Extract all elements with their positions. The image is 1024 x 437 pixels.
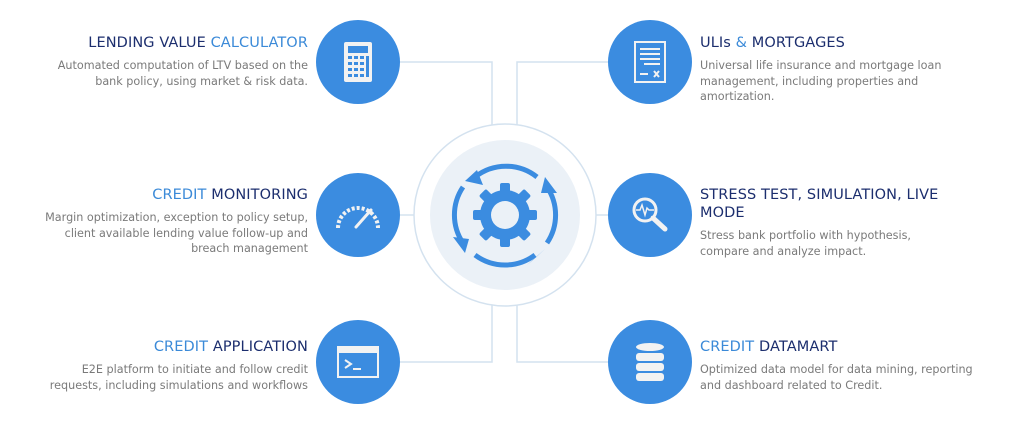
feature-title: STRESS TEST, SIMULATION, LIVE MODE bbox=[700, 186, 945, 222]
feature-desc: Stress bank portfolio with hypothesis, c… bbox=[700, 229, 911, 258]
feature-stress-test: STRESS TEST, SIMULATION, LIVE MODE Stres… bbox=[700, 186, 945, 259]
gear-cycle-icon bbox=[451, 163, 559, 268]
title-accent: & bbox=[735, 35, 752, 51]
title-accent: CALCULATOR bbox=[210, 35, 308, 51]
title-part: STRESS TEST, SIMULATION, LIVE MODE bbox=[700, 187, 939, 221]
title-part: ULIs bbox=[700, 35, 736, 51]
feature-title: ULIs & MORTGAGES bbox=[700, 34, 965, 52]
title-accent: CREDIT bbox=[152, 187, 212, 203]
feature-title: CREDIT DATAMART bbox=[700, 338, 980, 356]
feature-credit-application: CREDIT APPLICATION E2E platform to initi… bbox=[43, 338, 308, 393]
magnifier-pulse-icon bbox=[608, 173, 692, 257]
title-part: APPLICATION bbox=[212, 339, 308, 355]
feature-title: CREDIT APPLICATION bbox=[43, 338, 308, 356]
title-part: MONITORING bbox=[211, 187, 308, 203]
feature-desc: E2E platform to initiate and follow cred… bbox=[49, 363, 308, 392]
feature-desc: Automated computation of LTV based on th… bbox=[57, 59, 308, 88]
title-accent: CREDIT bbox=[700, 339, 759, 355]
title-part: LENDING VALUE bbox=[88, 35, 211, 51]
speedometer-icon bbox=[316, 173, 400, 257]
terminal-icon bbox=[316, 320, 400, 404]
feature-lending-value-calculator: LENDING VALUE CALCULATOR Automated compu… bbox=[43, 34, 308, 89]
feature-desc: Universal life insurance and mortgage lo… bbox=[700, 59, 942, 103]
calculator-icon bbox=[316, 20, 400, 104]
feature-ulis-mortgages: ULIs & MORTGAGES Universal life insuranc… bbox=[700, 34, 965, 105]
feature-credit-datamart: CREDIT DATAMART Optimized data model for… bbox=[700, 338, 980, 393]
feature-desc: Optimized data model for data mining, re… bbox=[700, 363, 973, 392]
title-accent: CREDIT bbox=[153, 339, 213, 355]
feature-title: LENDING VALUE CALCULATOR bbox=[43, 34, 308, 52]
title-part: MORTGAGES bbox=[751, 35, 845, 51]
database-icon bbox=[608, 320, 692, 404]
title-part: DATAMART bbox=[758, 339, 838, 355]
feature-credit-monitoring: CREDIT MONITORING Margin optimization, e… bbox=[43, 186, 308, 257]
document-icon bbox=[608, 20, 692, 104]
feature-title: CREDIT MONITORING bbox=[43, 186, 308, 204]
feature-desc: Margin optimization, exception to policy… bbox=[45, 211, 308, 255]
